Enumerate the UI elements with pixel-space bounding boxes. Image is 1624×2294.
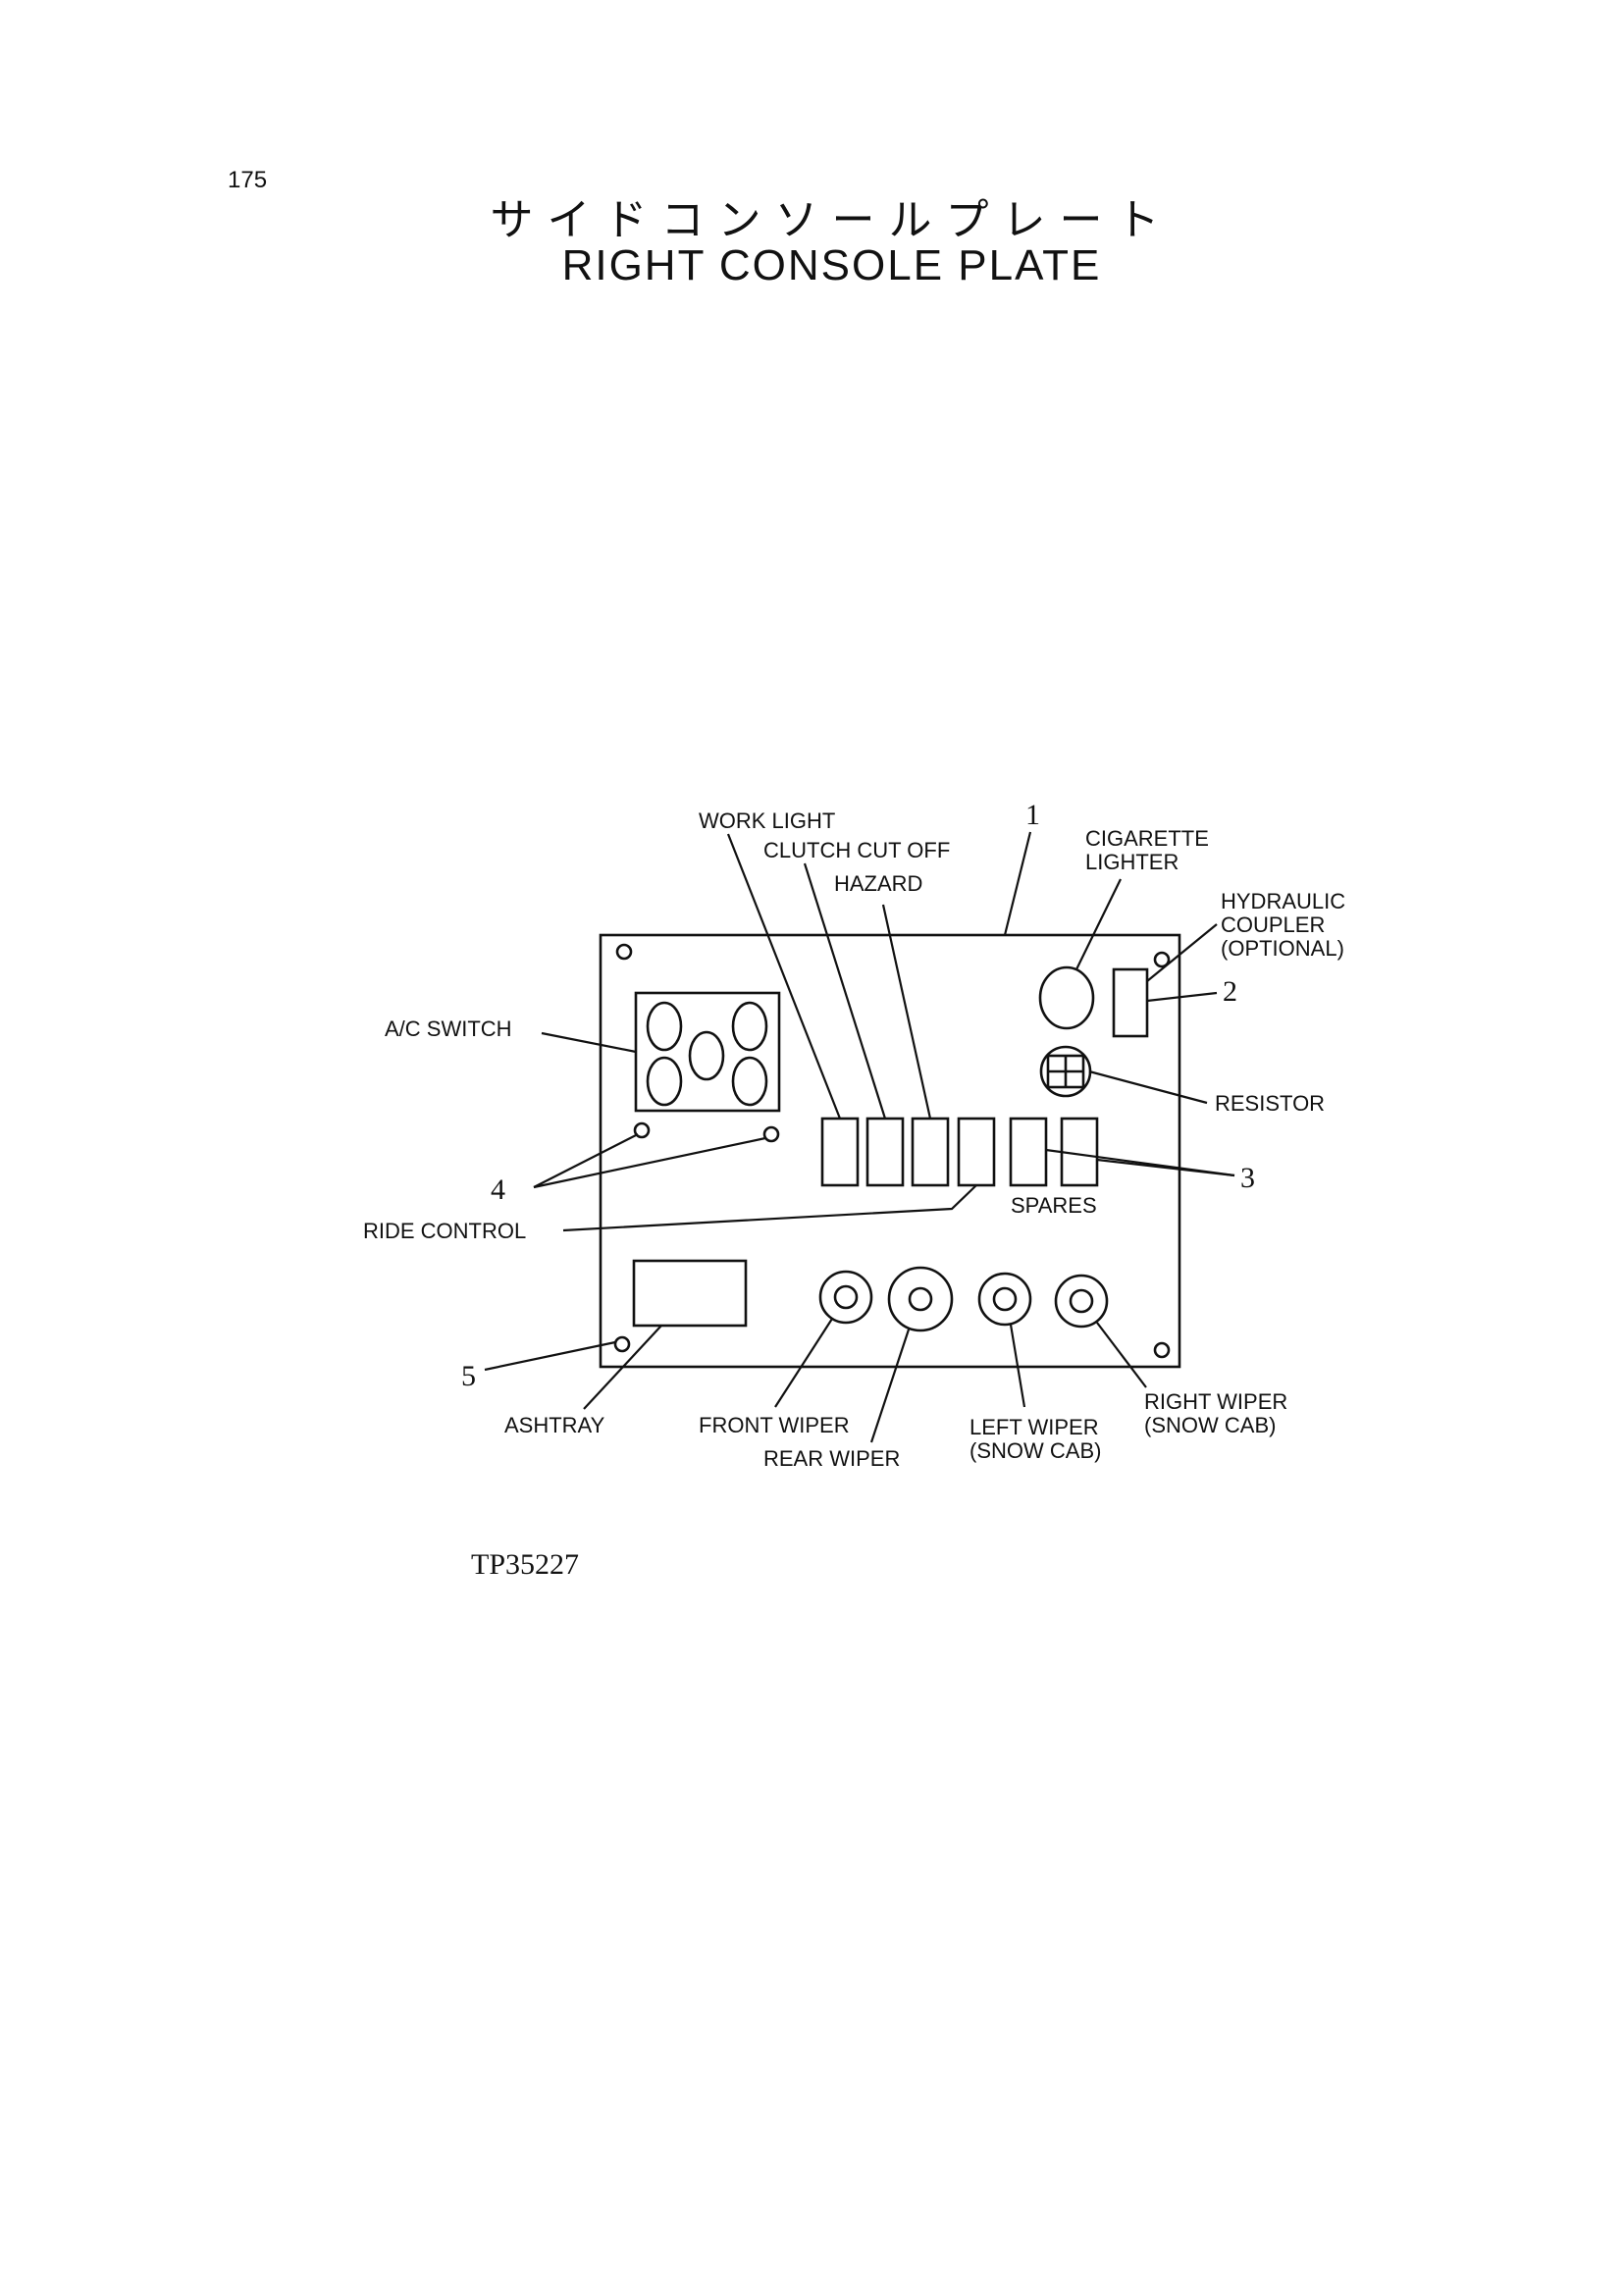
switch-ride-control <box>957 1117 996 1187</box>
leader-5 <box>484 1340 616 1372</box>
mount-hole-top-right <box>1153 951 1171 968</box>
leader-3b <box>1096 1158 1235 1177</box>
rear-wiper-inner <box>908 1286 933 1312</box>
label-work-light: WORK LIGHT <box>699 808 835 833</box>
leader-left-wiper <box>1009 1324 1026 1408</box>
label-left-wiper-1: LEFT WIPER <box>969 1415 1099 1439</box>
leader-right-wiper <box>1096 1322 1147 1388</box>
leader-1 <box>1003 831 1032 936</box>
label-ac-switch: A/C SWITCH <box>385 1017 512 1041</box>
right-wiper-outer <box>1054 1274 1109 1329</box>
leader-ride-control <box>562 1184 977 1232</box>
label-resistor: RESISTOR <box>1215 1091 1325 1116</box>
front-wiper-outer <box>818 1270 873 1325</box>
label-rear-wiper: REAR WIPER <box>763 1446 900 1471</box>
mount-hole-top-left <box>615 943 633 961</box>
label-hydraulic-coupler-2: COUPLER <box>1221 912 1325 937</box>
ac-switch-panel <box>634 991 781 1113</box>
leader-hydraulic-coupler <box>1146 923 1218 982</box>
cigarette-lighter <box>1038 965 1095 1030</box>
label-ashtray: ASHTRAY <box>504 1413 605 1437</box>
label-spares: SPARES <box>1011 1193 1097 1218</box>
label-hydraulic-coupler-3: (OPTIONAL) <box>1221 936 1344 961</box>
label-hazard: HAZARD <box>834 871 922 896</box>
ashtray <box>632 1259 748 1328</box>
front-wiper-inner <box>833 1284 859 1310</box>
leader-ac-switch <box>541 1031 637 1054</box>
leader-clutch-cut-off <box>803 862 887 1120</box>
switch-spare-1 <box>1009 1117 1048 1187</box>
callout-4: 4 <box>491 1173 505 1206</box>
label-cigarette-lighter-2: LIGHTER <box>1085 850 1179 874</box>
screw-hole-4a <box>633 1121 651 1139</box>
ac-knob-2 <box>731 1001 768 1052</box>
label-left-wiper-2: (SNOW CAB) <box>969 1438 1101 1463</box>
screw-hole-4b <box>762 1125 780 1143</box>
document-code: TP35227 <box>471 1548 580 1581</box>
leader-work-light <box>726 833 842 1120</box>
leader-ashtray <box>583 1325 662 1410</box>
leader-cigarette-lighter <box>1075 878 1122 970</box>
right-wiper-inner <box>1069 1288 1094 1314</box>
mount-hole-bottom-left <box>613 1335 631 1353</box>
rear-wiper-outer <box>887 1266 954 1332</box>
ac-knob-4 <box>646 1056 683 1107</box>
label-right-wiper-1: RIGHT WIPER <box>1144 1389 1287 1414</box>
label-right-wiper-2: (SNOW CAB) <box>1144 1413 1276 1437</box>
leader-hazard <box>881 904 932 1120</box>
switch-clutch-cut-off <box>865 1117 905 1187</box>
page-number: 175 <box>228 167 268 193</box>
label-clutch-cut-off: CLUTCH CUT OFF <box>763 838 950 862</box>
ac-knob-5 <box>731 1056 768 1107</box>
leader-2 <box>1146 991 1218 1003</box>
callout-3: 3 <box>1240 1162 1255 1194</box>
switch-work-light <box>820 1117 860 1187</box>
hydraulic-coupler-switch <box>1112 967 1149 1038</box>
label-cigarette-lighter-1: CIGARETTE <box>1085 826 1209 851</box>
callout-1: 1 <box>1025 799 1040 831</box>
label-front-wiper: FRONT WIPER <box>699 1413 850 1437</box>
title-english: RIGHT CONSOLE PLATE <box>561 241 1102 289</box>
leader-rear-wiper <box>869 1329 911 1443</box>
left-wiper-inner <box>992 1286 1018 1312</box>
label-ride-control: RIDE CONTROL <box>363 1219 526 1243</box>
callout-2: 2 <box>1223 975 1237 1008</box>
mount-hole-bottom-right <box>1153 1341 1171 1359</box>
leader-4b <box>533 1136 766 1189</box>
callout-5: 5 <box>461 1360 476 1392</box>
leader-front-wiper <box>774 1318 833 1408</box>
label-hydraulic-coupler-1: HYDRAULIC <box>1221 889 1345 913</box>
ac-knob-3 <box>688 1030 725 1081</box>
leader-4a <box>533 1133 639 1188</box>
leader-resistor <box>1088 1069 1208 1105</box>
ac-knob-1 <box>646 1001 683 1052</box>
left-wiper-outer <box>977 1272 1032 1327</box>
title-japanese: サイドコンソールプレート <box>490 195 1174 245</box>
switch-hazard <box>911 1117 950 1187</box>
